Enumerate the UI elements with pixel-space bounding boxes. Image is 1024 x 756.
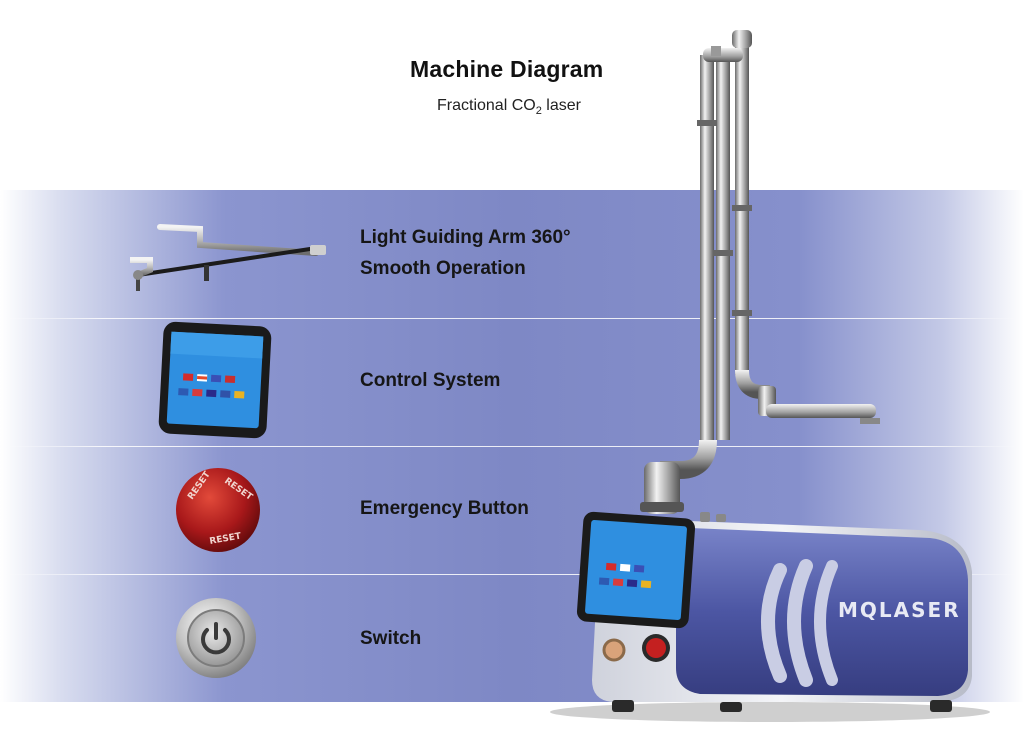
emergency-stop-icon: RESET RESET RESET [176, 468, 260, 552]
band-divider [0, 318, 1024, 319]
band-divider [0, 446, 1024, 447]
feature-band-arm [0, 190, 1024, 318]
subtitle-prefix: Fractional CO [437, 97, 536, 114]
feature-label-switch: Switch [360, 628, 422, 649]
feature-label-arm-line2: Smooth Operation [360, 258, 526, 279]
subtitle-subscript: 2 [535, 105, 542, 118]
touchscreen-icon [158, 321, 272, 439]
light-guiding-arm-icon [130, 224, 326, 291]
feature-label-emergency: Emergency Button [360, 498, 529, 519]
feature-label-arm-line1: Light Guiding Arm 360° [360, 227, 571, 248]
subtitle-suffix: laser [541, 97, 581, 114]
machine-brand-text: MQLASER [838, 598, 961, 622]
page-subtitle: Fractional CO2 laser [437, 97, 581, 117]
feature-label-control: Control System [360, 370, 501, 391]
feature-label-arm: Light Guiding Arm 360° Smooth Operation [360, 222, 571, 284]
laser-machine-illustration: MQLASER [550, 30, 990, 722]
power-switch-icon [176, 598, 256, 678]
band-divider [0, 574, 1024, 575]
page-title: Machine Diagram [410, 56, 604, 82]
